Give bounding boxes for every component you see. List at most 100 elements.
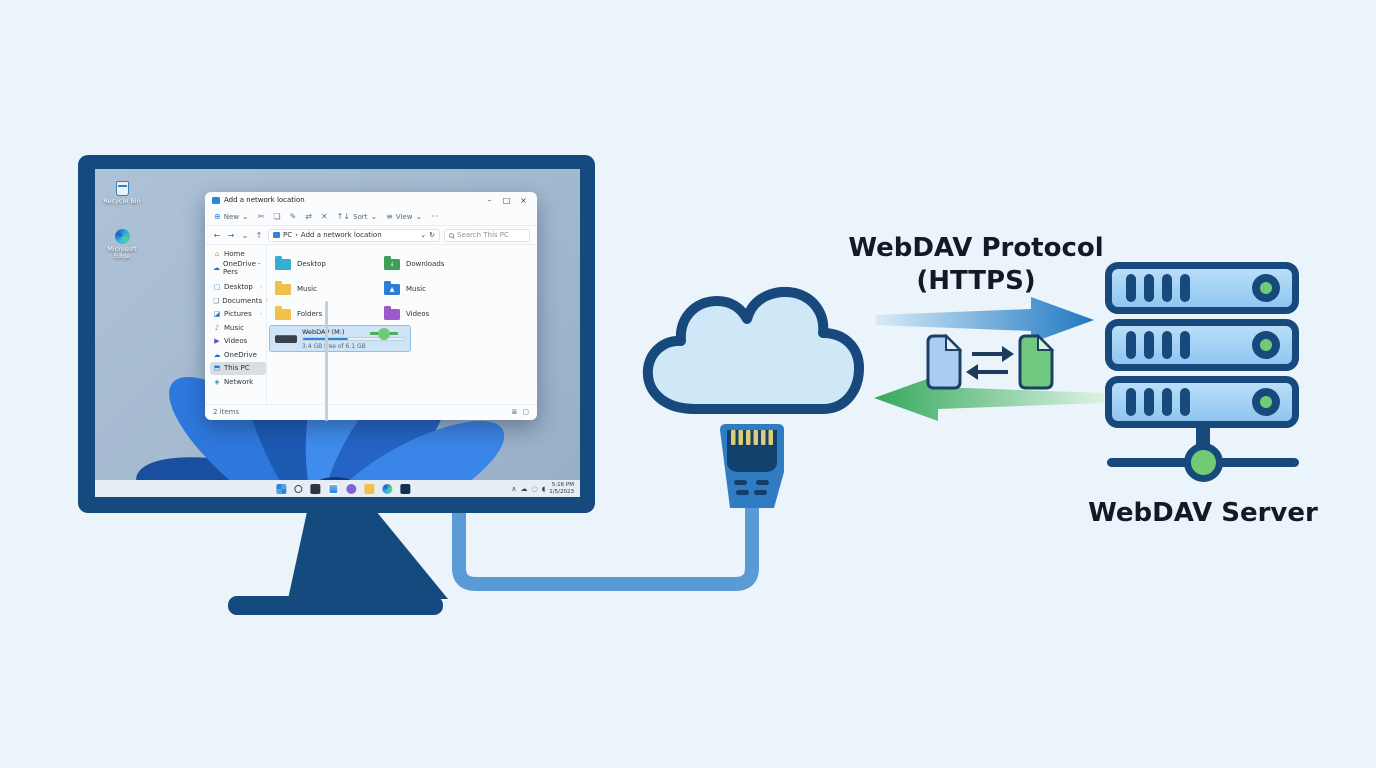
webdav-drive-item-selected[interactable]: WebDAV (M:) 3.4 GB free of 6.1 GB [269,325,411,352]
folder-icon [275,306,291,320]
network-icon: ◈ [214,377,220,386]
details-view-icon[interactable]: ≣ [511,408,518,416]
sidebar-item-label: Desktop [224,283,253,292]
desktop-icon-label: Microsoft Edge [107,245,137,261]
server-network-node-icon [1184,443,1223,482]
chevron-down-icon: ⌄ [241,212,249,221]
server-led-icon [1252,388,1280,416]
music-icon: ♪ [214,323,220,332]
drive-label: WebDAV (M:) [302,327,345,336]
file-transfer-icon [926,333,1055,390]
chevron-down-icon[interactable]: ⌄ [420,231,427,239]
new-button[interactable]: ⊕ New ⌄ [214,212,249,221]
sort-button[interactable]: ↑↓ Sort ⌄ [337,212,377,221]
window-app-icon [212,196,220,204]
sidebar-item-desktop[interactable]: ▢ Desktop ◦ [210,281,266,294]
breadcrumb-root[interactable]: PC [283,231,293,239]
folder-label: Downloads [406,259,445,268]
search-input[interactable]: Search This PC [444,228,530,242]
large-icons-view-icon[interactable]: ▢ [522,408,529,416]
back-icon[interactable]: ← [213,230,221,240]
desktop-icon-recycle-bin[interactable]: Recycle Bin [99,181,145,205]
folder-item-videos[interactable]: Videos [384,301,489,326]
view-button[interactable]: ≡ View ⌄ [386,212,422,221]
computer-icon: ⬒ [213,364,221,373]
minimize-button[interactable]: – [487,195,492,205]
server-label: WebDAV Server [1088,498,1318,528]
taskbar-search-icon[interactable] [293,484,302,493]
task-view-icon[interactable] [309,483,320,494]
search-placeholder: Search This PC [457,231,509,239]
sidebar-item-label: Music [224,323,244,332]
breadcrumb-current[interactable]: Add a network location [300,231,382,239]
taskbar-edge-icon[interactable] [381,483,392,494]
start-button-icon[interactable] [275,483,286,494]
desktop-icon-label: Recycle Bin [103,197,141,205]
sidebar-item-videos[interactable]: ▶ Videos [210,335,266,348]
tray-network-icon[interactable]: ◌ [531,484,538,493]
title-bar[interactable]: Add a network location – □ × [205,192,537,208]
taskbar-clock[interactable]: 5:16 PM 1/5/2023 [549,481,574,495]
sidebar-item-network[interactable]: ◈ Network [210,376,266,389]
more-options-icon[interactable]: ··· [431,212,439,221]
copy-icon[interactable]: ❏ [273,212,281,221]
taskbar-chat-icon[interactable] [345,483,356,494]
folder-item-desktop[interactable]: Desktop [275,251,380,276]
server-led-icon [1252,331,1280,359]
sidebar-item-onedrive-personal[interactable]: ☁ OneDrive - Pers [210,260,266,276]
new-label: New [223,212,239,221]
drive-free-space: 3.4 GB free of 6.1 GB [302,342,366,350]
folder-label: Music [406,284,426,293]
explorer-body: ⌂ Home ☁ OneDrive - Pers ▢ Desktop ◦ [205,244,537,421]
folder-icon: ↓ [384,256,400,270]
folder-item-pictures[interactable]: ▲ Music [384,276,489,301]
status-bar: 2 items ≣ ▢ [205,404,537,419]
sidebar-item-home[interactable]: ⌂ Home [210,248,266,261]
cloud-icon: ☁ [213,263,220,272]
breadcrumb[interactable]: PC › Add a network location ⌄ ↻ [268,228,440,242]
view-label: View [395,212,413,221]
refresh-icon[interactable]: ↻ [429,231,435,239]
desktop-icon-edge[interactable]: Microsoft Edge [99,229,145,260]
folder-icon [275,256,291,270]
maximize-button[interactable]: □ [502,195,511,205]
sidebar-item-this-pc[interactable]: ⬒ This PC [210,362,266,375]
recycle-bin-icon [115,181,129,196]
folder-item-downloads[interactable]: ↓ Downloads [384,251,489,276]
sidebar-item-label: Documents [222,296,263,305]
desktop-icon: ▢ [213,283,221,292]
taskbar-store-icon[interactable] [399,483,410,494]
folder-label: Desktop [297,259,326,268]
items-count: 2 items [213,408,240,416]
chevron-down-icon: ⌄ [415,212,423,221]
taskbar: ∧ ☁ ◌ ◖ 5:16 PM 1/5/2023 [95,480,580,497]
rename-icon[interactable]: ✎ [289,212,297,221]
share-icon[interactable]: ⇄ [305,212,312,221]
sidebar-item-label: Videos [224,337,248,346]
up-icon[interactable]: ↑ [255,230,263,240]
sidebar-item-pictures[interactable]: ◪ Pictures ◦ [210,308,266,321]
recent-icon[interactable]: ⌄ [241,230,249,240]
folder-item-music[interactable]: Music [275,276,380,301]
tray-volume-icon[interactable]: ◖ [541,484,546,493]
sidebar-item-onedrive[interactable]: ☁ OneDrive [210,349,266,362]
delete-icon[interactable]: ✕ [320,212,328,221]
scrollbar[interactable] [325,301,328,421]
search-icon [449,232,454,238]
request-arrow-icon [876,297,1094,343]
file-explorer-window: Add a network location – □ × ⊕ New ⌄ ✂ ❏… [205,192,537,421]
server-unit [1105,319,1299,371]
cut-icon[interactable]: ✂ [257,212,265,221]
sidebar-item-music[interactable]: ♪ Music [210,322,266,335]
close-button[interactable]: × [520,195,527,205]
taskbar-folder-icon[interactable] [363,483,374,494]
tray-chevron-icon[interactable]: ∧ [511,484,517,493]
folder-item-folders[interactable]: Folders [275,301,380,326]
sidebar-item-documents[interactable]: ❏ Documents ◦ [210,295,269,308]
home-icon: ⌂ [214,250,220,259]
address-bar: ← → ⌄ ↑ PC › Add a network location ⌄ ↻ [205,226,537,244]
forward-icon[interactable]: → [227,230,235,240]
taskbar-explorer-icon[interactable] [327,483,338,494]
tray-cloud-icon[interactable]: ☁ [520,484,528,493]
drive-icon [275,332,398,343]
